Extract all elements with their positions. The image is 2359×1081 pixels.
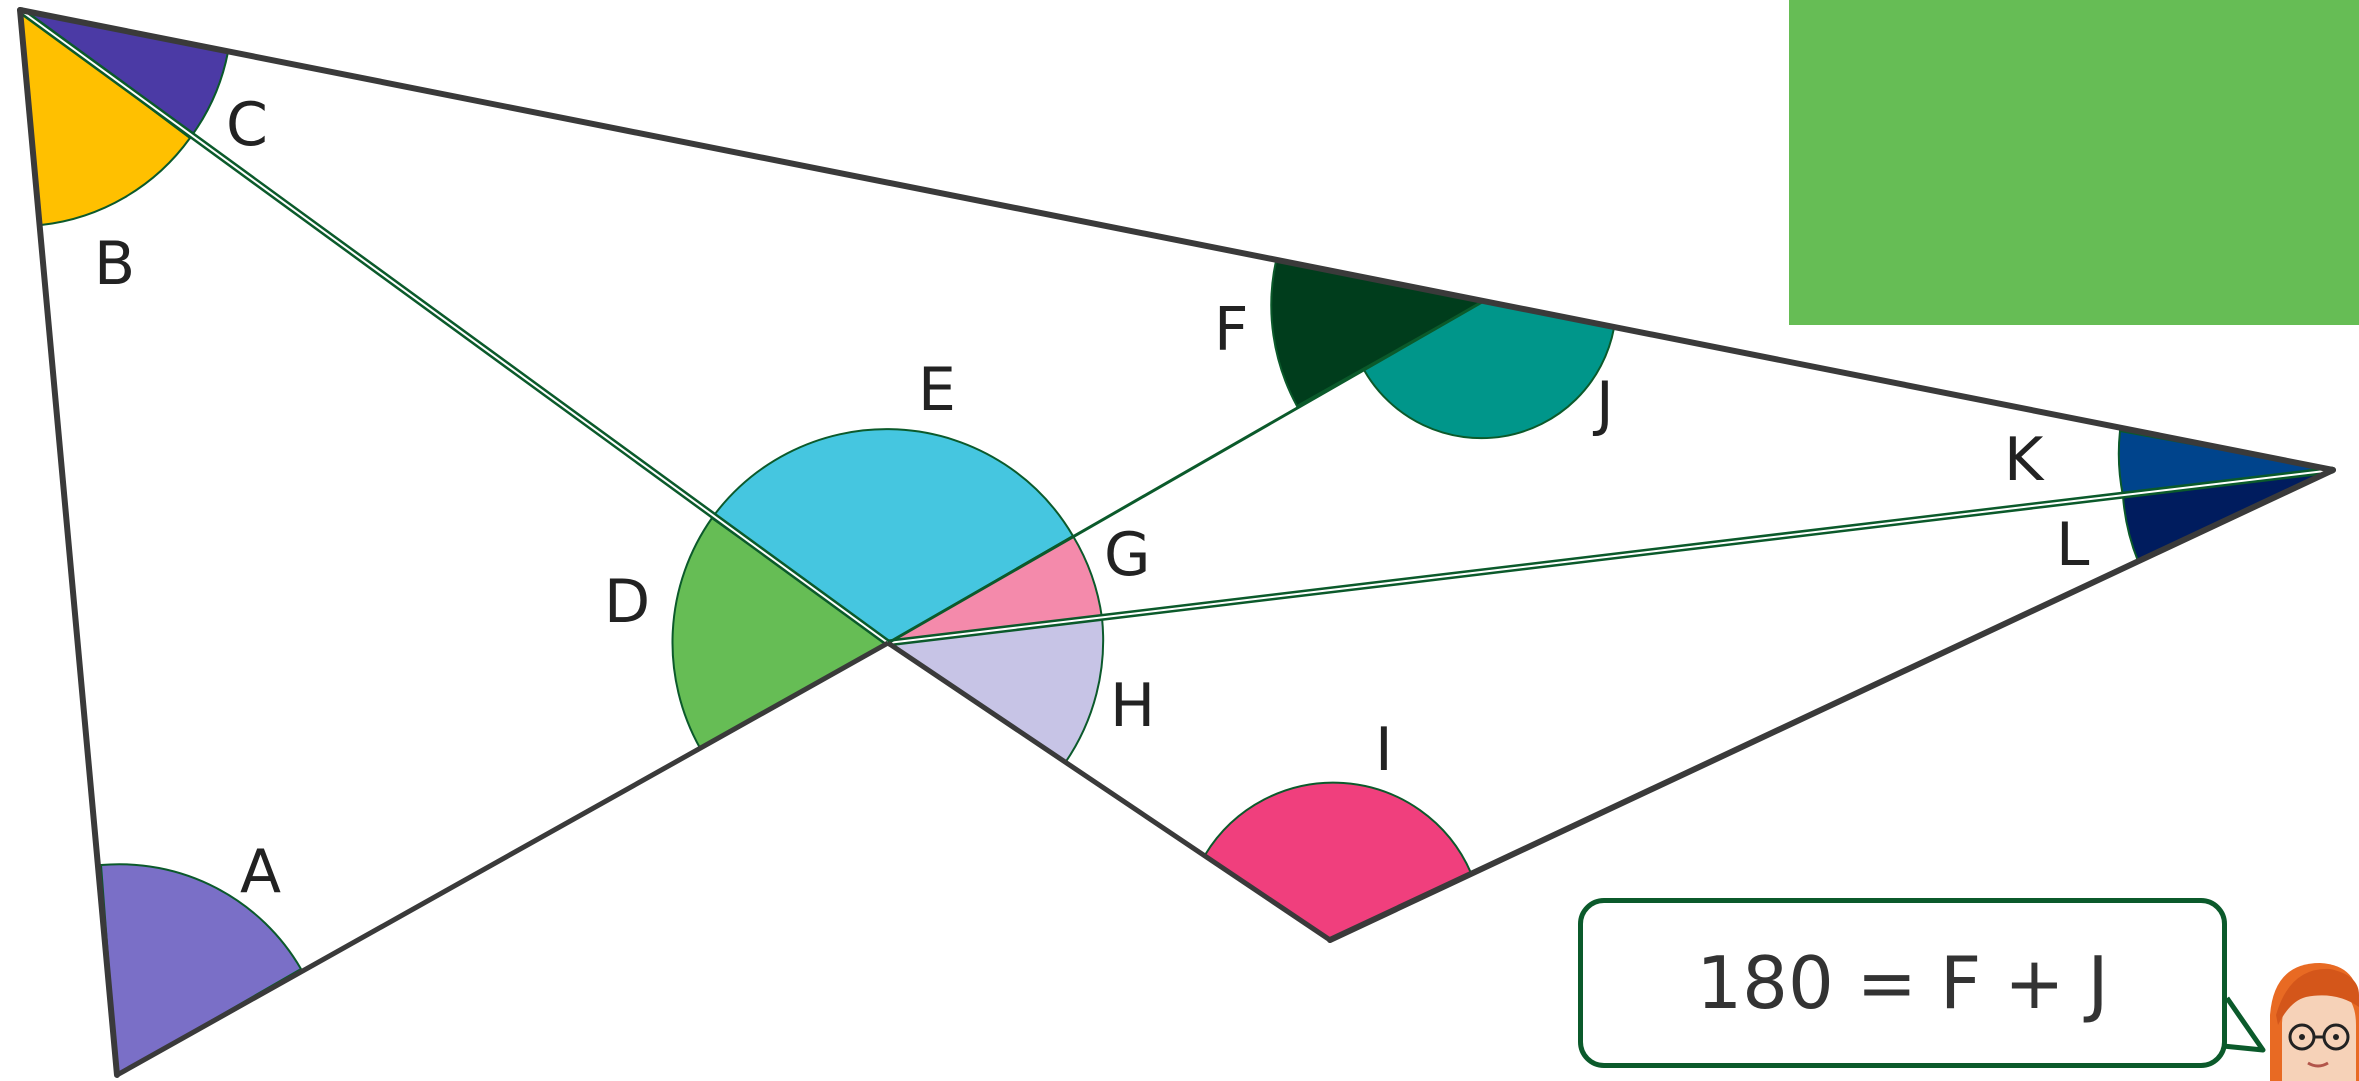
speech-bubble: 180 = F + J [1578, 898, 2227, 1068]
teacher-avatar-icon [2260, 955, 2359, 1081]
outer-edge-top [17, 7, 2336, 473]
angle-sector-h [885, 616, 1105, 765]
equation-text: 180 = F + J [1696, 941, 2109, 1025]
angle-label-j: J [1592, 369, 1614, 439]
angle-label-b: B [94, 229, 135, 299]
speech-bubble-tail [2222, 990, 2266, 1053]
angle-label-d: D [604, 567, 650, 637]
angle-label-g: G [1104, 520, 1151, 590]
angle-label-i: I [1375, 715, 1393, 785]
angle-sector-e [710, 428, 1075, 645]
cover-box [1789, 0, 2359, 325]
angle-sector-a [99, 863, 303, 1077]
angle-sector-i [1203, 781, 1473, 942]
angle-label-h: H [1110, 671, 1155, 741]
line-center-to-bottom-vertex [886, 640, 1332, 943]
outer-edge-left [17, 7, 120, 1078]
outer-edge-bottom-right [1327, 467, 2336, 943]
angle-sector-f [1270, 259, 1485, 408]
angle-sector-b [18, 7, 192, 227]
line-center-to-bottom-left [115, 640, 890, 1078]
angle-sector-j [1362, 300, 1616, 440]
angle-sector-d [671, 516, 890, 750]
angle-label-l: L [2056, 510, 2090, 580]
angle-label-a: A [240, 837, 281, 907]
angle-label-k: K [2004, 425, 2045, 495]
line-center-to-top-edge [887, 300, 1483, 645]
angle-label-e: E [918, 355, 956, 425]
angle-label-f: F [1214, 295, 1249, 365]
angle-label-c: C [226, 90, 268, 160]
